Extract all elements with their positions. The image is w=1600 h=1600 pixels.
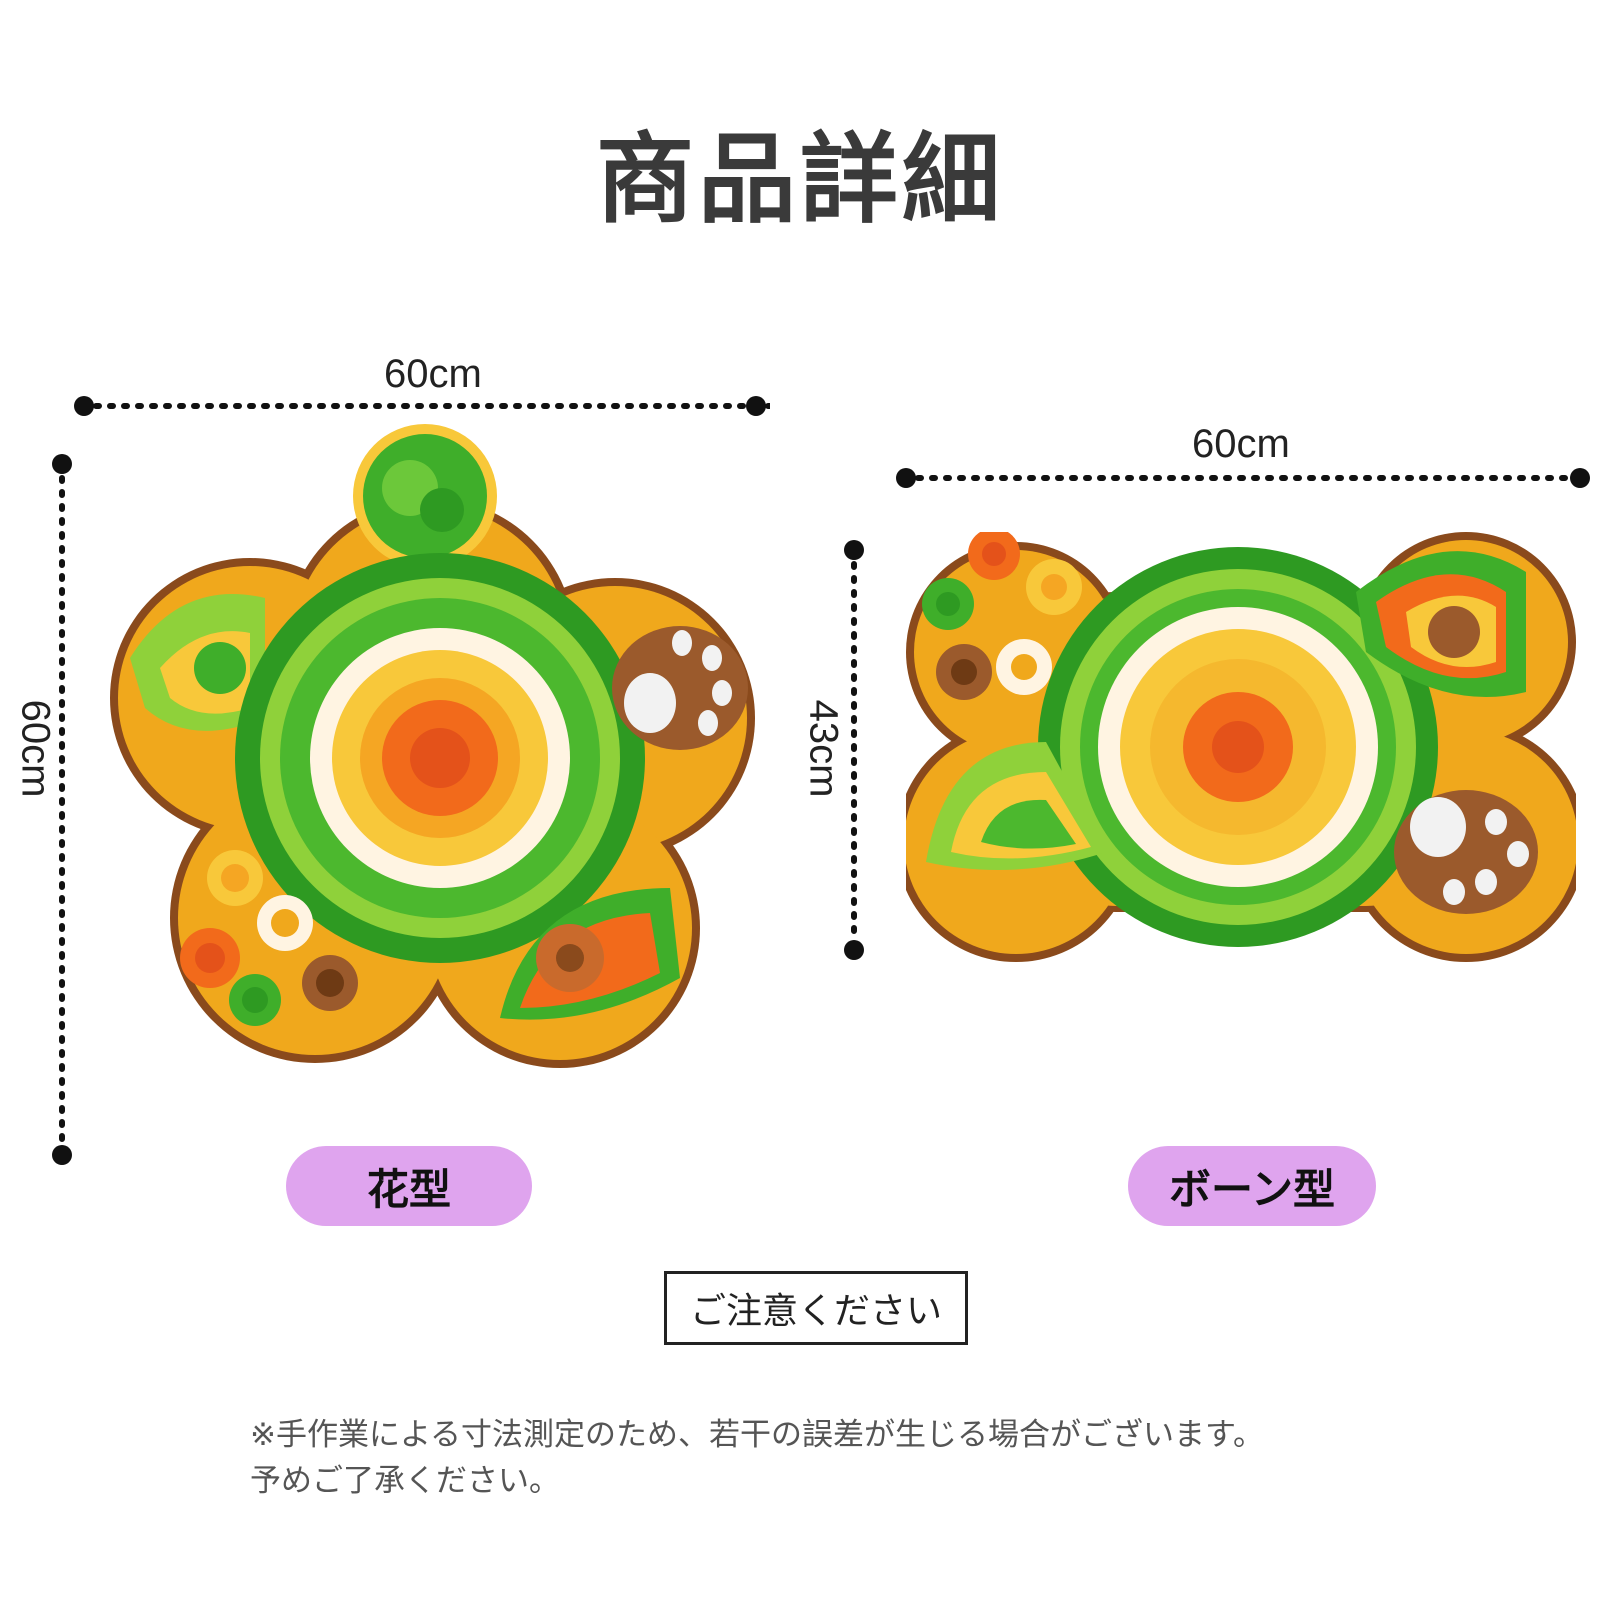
flower-width-dimension-line [74, 396, 770, 416]
bone-height-label: 43cm [801, 699, 846, 798]
notice-line: 予めご了承ください。 [250, 1463, 560, 1499]
bone-width-label: 60cm [1192, 422, 1290, 466]
notice-heading: ご注意ください [664, 1271, 968, 1345]
notice-line: ※手作業による寸法測定のため、若干の誤差が生じる場合がございます。 [250, 1417, 1264, 1453]
bone-width-dimension-line [896, 468, 1590, 488]
notice-text: ※手作業による寸法測定のため、若干の誤差が生じる場合がございます。 予めご了承く… [250, 1412, 1510, 1504]
flower-height-dimension-line [52, 454, 72, 1165]
bone-snuffle-mat-image [906, 532, 1576, 962]
flower-width-label: 60cm [384, 352, 482, 396]
flower-height-label: 60cm [13, 699, 58, 798]
flower-snuffle-mat-image [110, 424, 755, 1068]
page-title: 商品詳細 [595, 123, 1004, 237]
flower-type-badge: 花型 [286, 1146, 532, 1226]
bone-type-badge: ボーン型 [1128, 1146, 1376, 1226]
bone-height-dimension-line [844, 540, 864, 960]
